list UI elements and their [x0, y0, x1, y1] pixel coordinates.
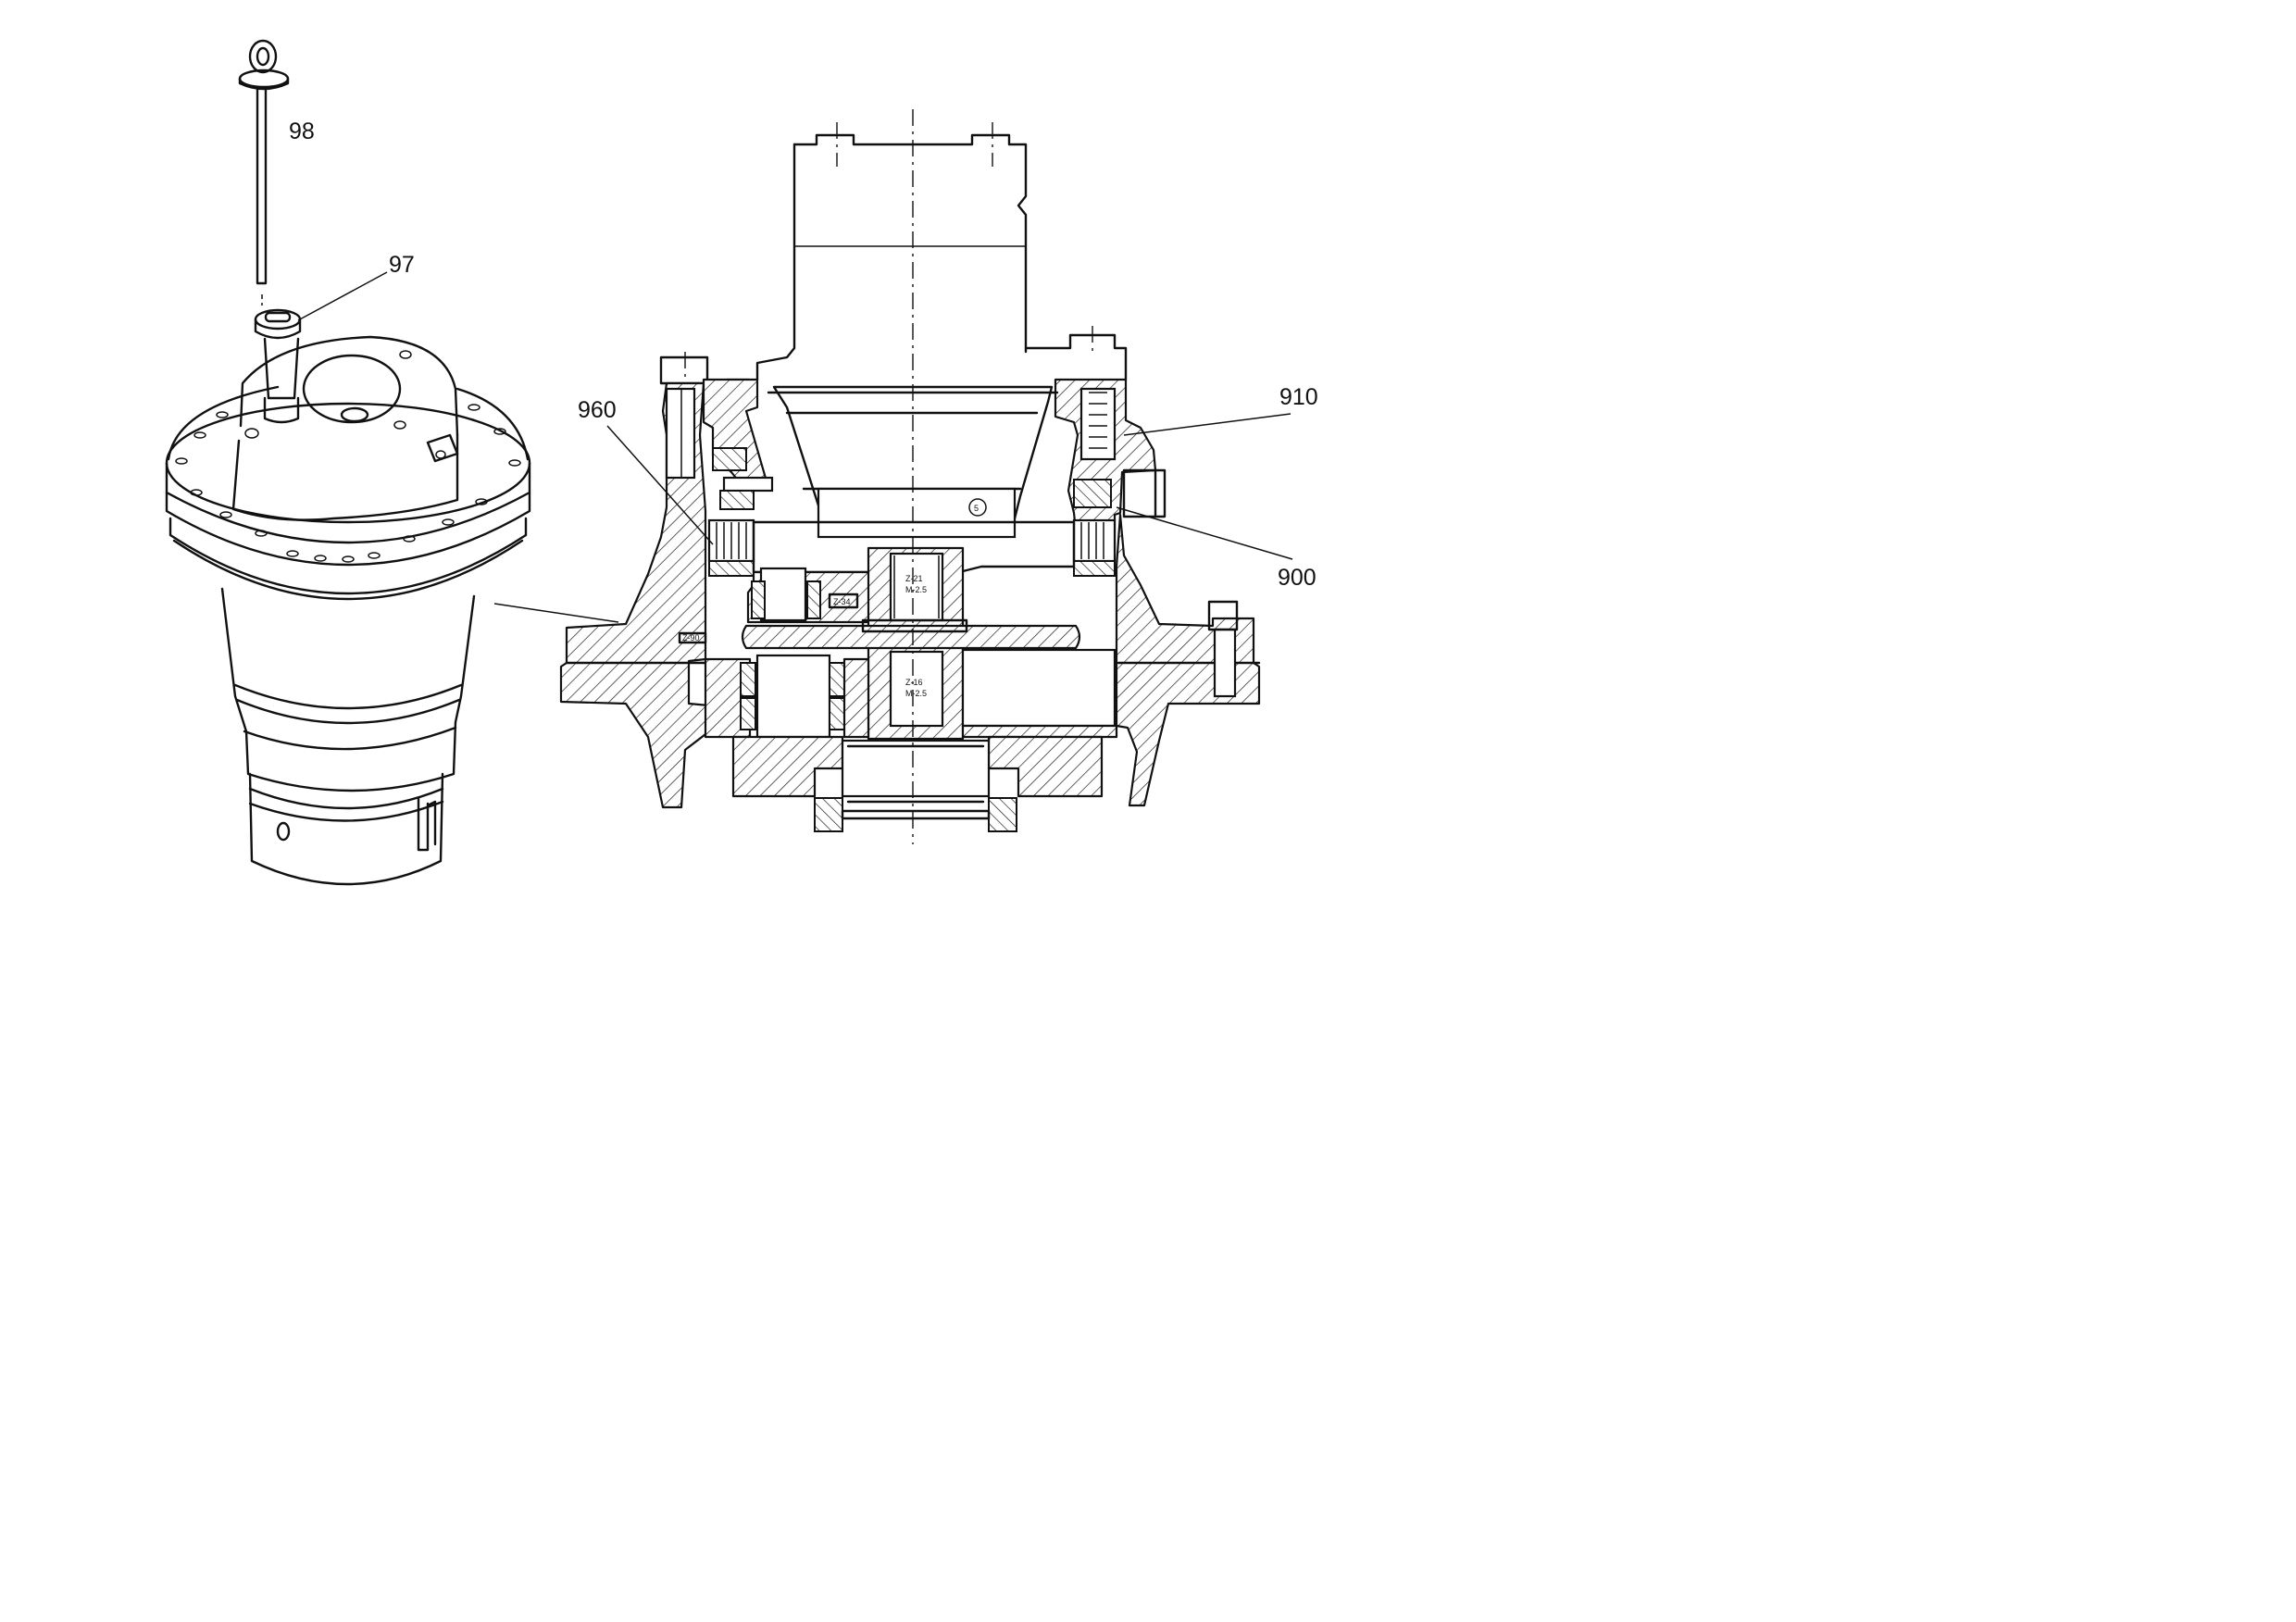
clutch-pack-left	[707, 518, 755, 577]
upper-gear-module-label: M-2.5	[905, 585, 927, 594]
gearbox-cross-section: 5 Z-34	[559, 109, 1261, 844]
callout-910: 910	[1123, 384, 1318, 436]
upper-gear-teeth-label: Z-21	[905, 574, 923, 583]
flange-bolt-holes	[175, 404, 521, 563]
callout-97-label: 97	[389, 252, 415, 278]
callout-98: 98	[289, 119, 315, 144]
clutch-pack-right	[1072, 518, 1117, 577]
ring-gear-label: Z-90	[682, 633, 700, 643]
callout-910-label: 910	[1279, 384, 1318, 410]
callout-960: 960	[578, 397, 714, 545]
callout-960-label: 960	[578, 397, 617, 423]
callout-900-label: 900	[1278, 565, 1316, 591]
planet-gear-label: Z-34	[833, 597, 851, 606]
gearbox-parts-drawing: 5 Z-34	[165, 39, 1318, 886]
lower-gear-teeth-label: Z-16	[905, 678, 923, 687]
lower-gear-module-label: M-2.5	[905, 689, 927, 698]
dipstick	[238, 39, 290, 306]
callout-900: 900	[1116, 506, 1316, 591]
callout-97: 97	[297, 252, 415, 321]
gearbox-isometric-view	[165, 335, 531, 886]
callout-98-label: 98	[289, 119, 315, 144]
circle-mark-label: 5	[974, 504, 979, 513]
view-leader-line	[493, 603, 619, 623]
